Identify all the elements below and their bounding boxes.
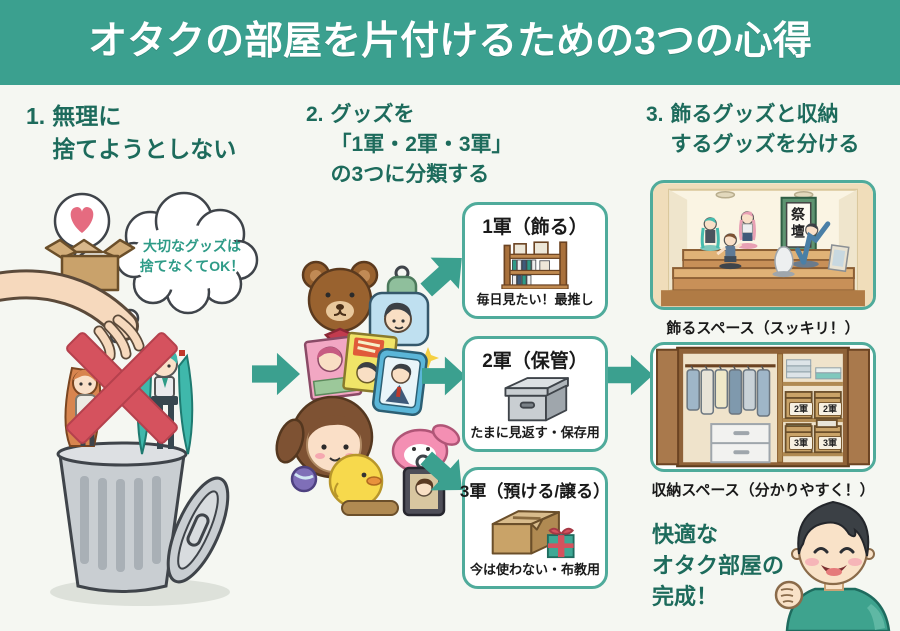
arrow-tier2-to-closet [607, 354, 653, 396]
section1-line1: 無理に [52, 103, 122, 129]
boy-fist [774, 580, 804, 610]
closet-box-label: 3軍 [789, 436, 813, 450]
tier2-box: 2軍（保管） たまに見返す・保存用 [462, 336, 608, 452]
tier3-title: 3軍（預ける/譲る） [459, 482, 611, 501]
badge-keychain-icon [402, 454, 446, 517]
blue-badge-icon [371, 347, 428, 417]
section2-number: 2. [306, 103, 324, 126]
closet-caption: 収納スペース（分かりやすく！） [651, 482, 875, 499]
boy-shirt [785, 587, 891, 631]
section1-line2: 捨てようとしない [52, 135, 237, 162]
hanging-clothes [686, 365, 771, 417]
display-case-frame [650, 180, 876, 310]
cardboard-box-gift-icon [491, 510, 575, 559]
page-title: オタクの部屋を片付けるための3つの心得 [88, 20, 812, 63]
sparkle-icon [417, 347, 439, 369]
arrow-pile-to-tier2 [422, 356, 466, 396]
yellow-chick-icon [328, 453, 384, 509]
folded-linens [786, 359, 842, 380]
happy-boy-illustration [774, 500, 891, 631]
hand-icon [0, 269, 145, 362]
trash-can-icon [56, 441, 188, 593]
thought-bubble-text: 大切なグッズは 捨てなくてOK！ [139, 238, 245, 274]
tier2-title: 2軍（保管） [482, 351, 588, 372]
tier3-box: 3軍（預ける/譲る） 今は使わない・布教用 [459, 467, 611, 589]
section2-heading: 2. グッズを 「1軍・2軍・3軍」 の3つに分類する [306, 100, 513, 189]
closet-box-label: 2軍 [818, 402, 842, 416]
display-case-illustration [653, 183, 873, 307]
tier1-title: 1軍（飾る） [482, 217, 588, 238]
display-caption: 飾るスペース（スッキリ！） [666, 320, 860, 337]
tier1-caption: 毎日見たい！最推し [476, 292, 594, 307]
trash-lid-icon [166, 476, 230, 584]
drawer-unit [710, 423, 771, 464]
goods-pile-illustration [275, 260, 461, 517]
girl-face-icon [275, 395, 374, 479]
thought-bubble-icon [109, 191, 259, 344]
arrow-pile-to-tier3 [420, 451, 462, 491]
closet-box-label: 2軍 [789, 402, 813, 416]
trash-scene-illustration [0, 191, 259, 606]
section1-heading: 1. 無理に 捨てようとしない [26, 100, 236, 165]
cardboard-box-icon [44, 238, 136, 292]
boy-hair [797, 500, 870, 557]
boy-card-icon [368, 291, 430, 347]
red-cross-icon [66, 332, 178, 444]
storage-box-icon [504, 377, 569, 422]
display-figures [700, 211, 850, 278]
tier3-caption: 今は使わない・布教用 [469, 562, 600, 577]
boy-shirt-highlight [867, 604, 885, 630]
bookshelf-icon [501, 241, 569, 289]
closet-frame: 2軍 2軍 3軍 3軍 [650, 342, 876, 472]
header-band: オタクの部屋を片付けるための3つの心得 [0, 0, 900, 85]
final-message: 快適な オタク部屋の 完成！ [652, 522, 785, 609]
tier1-box: 1軍（飾る） 毎日見たい！最推し [462, 202, 608, 319]
section1-number: 1. [26, 103, 46, 129]
altar-scroll-label: 祭壇 [790, 207, 806, 241]
section3-number: 3. [646, 103, 664, 126]
closet-box-label: 3軍 [818, 436, 842, 450]
bag-icon [341, 500, 399, 516]
arrow-section1-to-pile [252, 352, 300, 396]
ball-icon [290, 465, 318, 493]
teddy-bear-icon [301, 260, 379, 345]
section3-heading: 3. 飾るグッズと収納 するグッズを分ける [646, 100, 860, 160]
arrow-pile-to-tier1 [420, 257, 462, 297]
tier2-caption: たまに見返す・保存用 [470, 425, 600, 440]
